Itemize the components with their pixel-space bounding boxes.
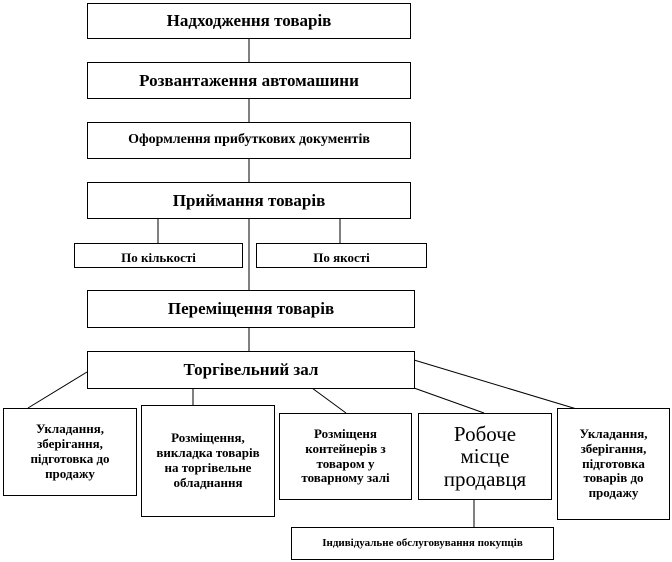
display-box: Розміщення, викладка товарів на торгівел… [141,405,275,517]
step-documents-box: Оформлення прибуткових документів [87,122,411,159]
step-receipt-box: Надходження товарів [87,3,411,39]
step-label: Надходження товарів [166,11,332,31]
step-label: Приймання товарів [172,190,326,210]
acceptance-label: По якості [313,250,370,265]
child-label: Робоче місце продавця [443,422,527,491]
child-label: Укладання, зберігання, підготовка до про… [30,421,110,481]
step-label: Оформлення прибуткових документів [128,132,370,148]
movement-box: Переміщення товарів [87,290,415,328]
acceptance-label: По кількості [121,250,196,265]
step-acceptance-box: Приймання товарів [87,182,411,219]
acceptance-quantity-box: По кількості [74,243,243,268]
individual-service-box: Індивідуальне обслуговування покупців [291,527,554,560]
containers-box: Розміщеня контейнерів з товаром у товарн… [279,413,412,500]
acceptance-quality-box: По якості [256,243,427,268]
child-label: Укладання, зберігання, підготовка товарі… [579,425,648,501]
sales-floor-label: Торгівельний зал [183,360,319,380]
step-label: Розвантаження автомашини [139,70,359,90]
movement-label: Переміщення товарів [167,299,335,319]
storage-prep-box: Укладання, зберігання, підготовка до про… [3,408,137,496]
child-label: Розміщеня контейнерів з товаром у товарн… [301,425,390,486]
sales-floor-box: Торгівельний зал [87,351,415,389]
service-label: Індивідуальне обслуговування покупців [322,537,523,550]
seller-workplace-box: Робоче місце продавця [418,413,552,500]
storage-prep-goods-box: Укладання, зберігання, підготовка товарі… [557,408,670,520]
step-unloading-box: Розвантаження автомашини [87,62,411,99]
child-label: Розміщення, викладка товарів на торгівел… [156,430,260,490]
